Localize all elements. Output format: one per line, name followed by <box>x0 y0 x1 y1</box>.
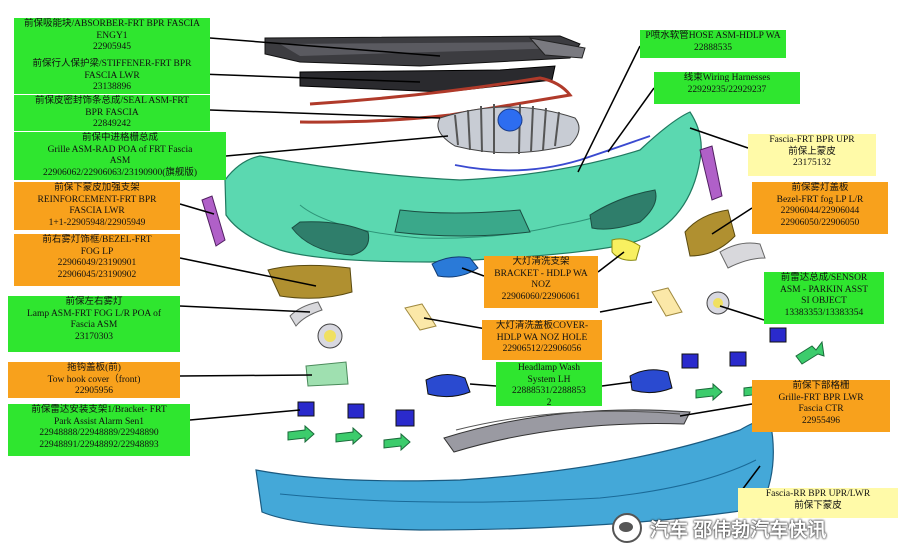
tow-hook-cover <box>305 361 349 387</box>
seal-strip <box>299 76 573 124</box>
fog-bezel-right <box>684 209 736 257</box>
lower-grille-part <box>443 409 691 453</box>
radar-sensors <box>297 327 787 427</box>
grille-part <box>437 103 580 155</box>
reinforcement-part <box>201 195 226 247</box>
label-tow-hook: 拖钩盖板(前)Tow hook cover（front)22905956 <box>8 362 180 398</box>
watermark: 汽车 邵伟勃汽车快讯 <box>612 511 910 545</box>
wechat-icon <box>612 513 642 543</box>
watermark-text: 汽车 邵伟勃汽车快讯 <box>650 519 827 541</box>
fog-bezel-left <box>267 264 353 299</box>
hdlp-bracket-part <box>431 256 479 278</box>
nozzle-cover-part-2 <box>404 303 437 331</box>
fog-lamp-right-part <box>706 291 730 315</box>
reinforcement-part-right <box>699 145 723 201</box>
absorber-part <box>264 35 586 67</box>
chrome-trim-right <box>719 242 766 269</box>
chrome-trim-left <box>289 301 323 327</box>
nozzle-cover-part-3 <box>651 287 683 317</box>
fascia-upper-part <box>224 111 702 263</box>
leader-lines <box>179 37 765 491</box>
headlamp-wash-part <box>425 369 673 398</box>
fog-lamp-part <box>317 323 343 349</box>
